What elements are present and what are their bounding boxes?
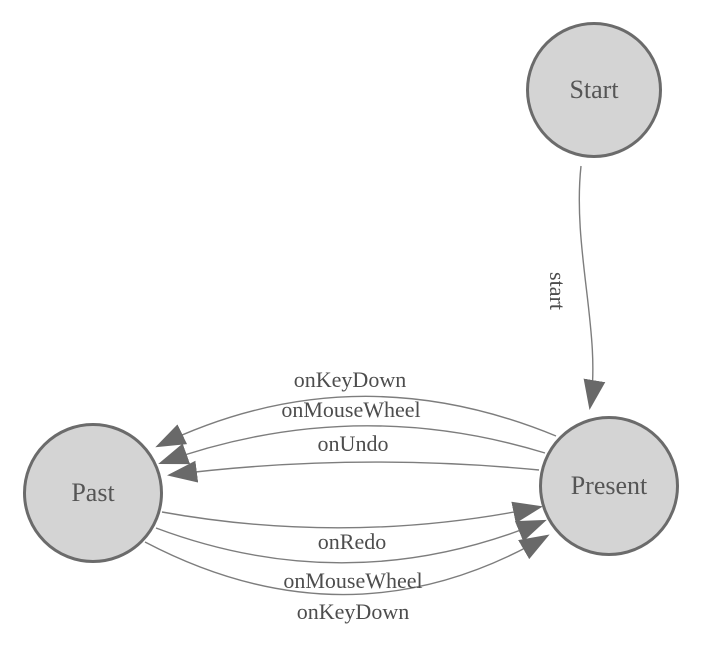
edge-past-to-present-mousewheel[interactable]: [155, 519, 547, 564]
state-label-present: Present: [570, 471, 648, 500]
state-node-present[interactable]: Present: [539, 416, 679, 556]
edge-label-onkeydown-upper: onKeyDown: [293, 367, 407, 392]
edge-label-onundo: onUndo: [317, 431, 389, 456]
state-node-past[interactable]: Past: [23, 423, 163, 563]
edge-label-onredo: onRedo: [317, 529, 387, 554]
edge-start-to-present[interactable]: [578, 165, 606, 410]
edge-past-to-present-keydown[interactable]: [144, 534, 550, 596]
state-node-start[interactable]: Start: [526, 22, 662, 158]
edge-present-to-past-undo[interactable]: [167, 460, 540, 483]
edge-present-to-past-mousewheel[interactable]: [158, 425, 546, 465]
edge-present-to-past-keydown[interactable]: [155, 395, 557, 448]
edge-past-to-present-redo[interactable]: [161, 501, 543, 529]
state-label-past: Past: [71, 478, 115, 507]
edge-label-onkeydown-lower: onKeyDown: [296, 599, 410, 624]
edge-label-onmousewheel-lower: onMouseWheel: [283, 568, 423, 593]
edge-label-start: start: [545, 272, 570, 310]
edge-label-onmousewheel-upper: onMouseWheel: [281, 397, 421, 422]
state-label-start: Start: [569, 75, 619, 104]
